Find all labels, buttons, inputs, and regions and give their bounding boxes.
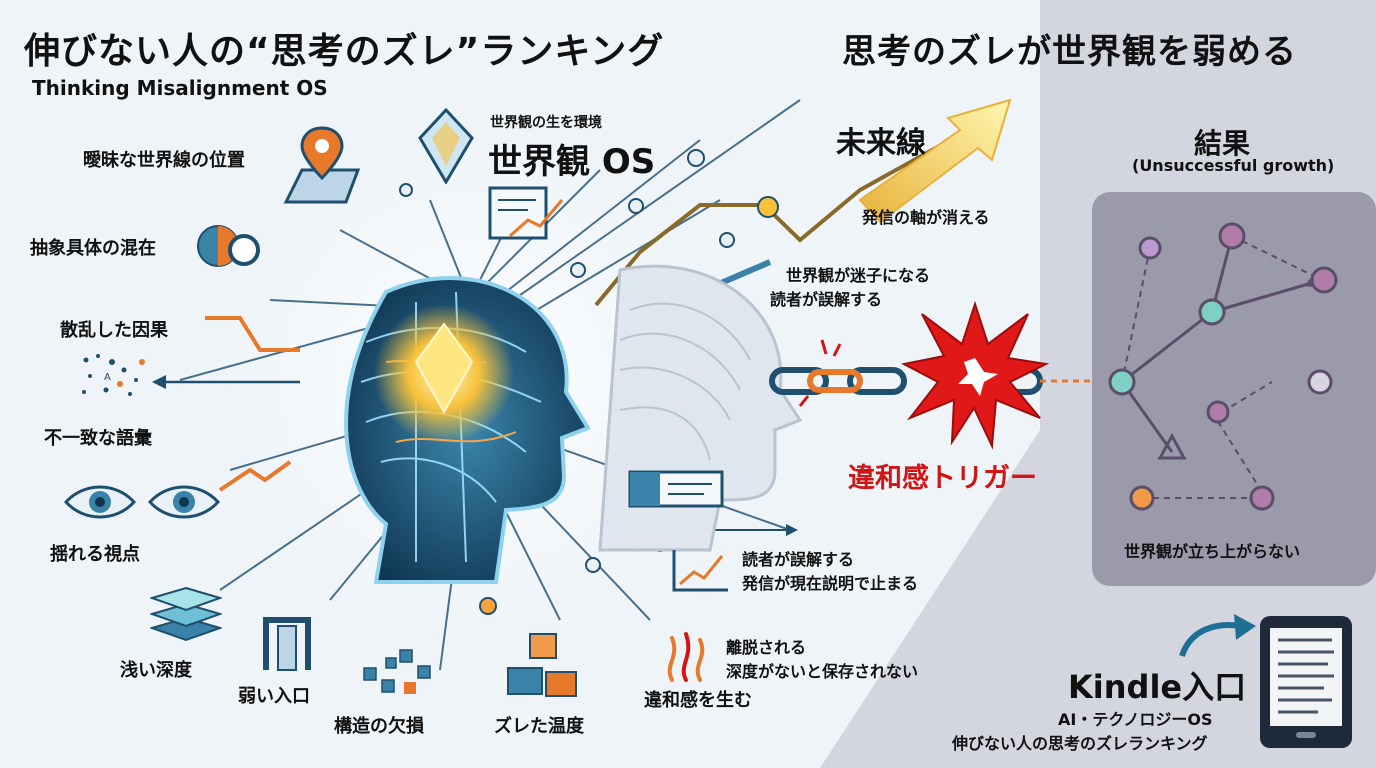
main-subtitle: Thinking Misalignment OS — [32, 76, 328, 100]
trigger-label: 違和感トリガー — [848, 463, 1037, 494]
left-item-1: 曖昧な世界線の位置 — [83, 150, 245, 171]
burst-icon — [901, 300, 1050, 450]
bottom-item-3: ズレた温度 — [494, 716, 584, 737]
pixel-blocks-icon — [363, 649, 431, 694]
os-caption: 世界観の生を環境 — [490, 115, 602, 131]
kindle-line-1: AI・テクノロジーOS — [1058, 710, 1213, 729]
flame-icon — [667, 632, 705, 682]
result-caption: 世界観が立ち上がらない — [1124, 542, 1301, 561]
note-mis-2: 発信が現在説明で止まる — [742, 574, 919, 593]
left-item-4: 不一致な語彙 — [44, 428, 152, 449]
main-title: 伸びない人の“思考のズレ”ランキング — [24, 31, 665, 72]
os-title: 世界観 OS — [488, 142, 656, 182]
failed-network-diagram — [1108, 222, 1338, 511]
bottom-item-4: 違和感を生む — [644, 690, 752, 711]
map-pin-icon — [283, 126, 361, 204]
left-item-5: 揺れる視点 — [50, 544, 140, 565]
note-mis-1: 読者が誤解する — [742, 550, 855, 569]
balance-icon — [197, 225, 260, 267]
future-line-label: 未来線 — [836, 126, 926, 161]
kindle-line-2: 伸びない人の思考のズレランキング — [952, 734, 1208, 753]
gate-icon — [263, 617, 311, 671]
note-leave-1: 離脱される — [726, 638, 807, 657]
note-lost-2: 読者が誤解する — [770, 290, 883, 309]
blocks-icon — [507, 633, 577, 697]
right-title: 思考のズレが世界観を弱める — [842, 32, 1297, 72]
kindle-title: Kindle入口 — [1068, 668, 1247, 706]
bottom-item-2: 構造の欠損 — [334, 716, 424, 737]
window-card-icon — [628, 470, 724, 508]
growth-chart-icon — [672, 550, 728, 592]
result-subtitle: (Unsuccessful growth) — [1132, 156, 1335, 175]
note-axis-vanish: 発信の軸が消える — [862, 208, 990, 227]
note-lost-1: 世界観が迷子になる — [786, 266, 931, 285]
curved-arrow-icon — [1179, 614, 1256, 658]
brain-head-icon — [344, 276, 591, 584]
left-item-6: 浅い深度 — [120, 660, 192, 681]
svg-text:A: A — [104, 372, 111, 383]
layers-icon — [150, 586, 222, 642]
scatter-dots-icon: A — [82, 354, 145, 396]
left-item-2: 抽象具体の混在 — [30, 238, 156, 259]
bottom-item-1: 弱い入口 — [238, 686, 310, 707]
eye-icon — [63, 485, 221, 519]
result-title: 結果 — [1194, 127, 1251, 160]
crystal-icon — [418, 108, 474, 184]
tablet-icon[interactable] — [1258, 614, 1354, 750]
left-item-3: 散乱した因果 — [60, 320, 168, 341]
document-chart-icon — [488, 186, 564, 240]
note-leave-2: 深度がないと保存されない — [726, 662, 919, 681]
